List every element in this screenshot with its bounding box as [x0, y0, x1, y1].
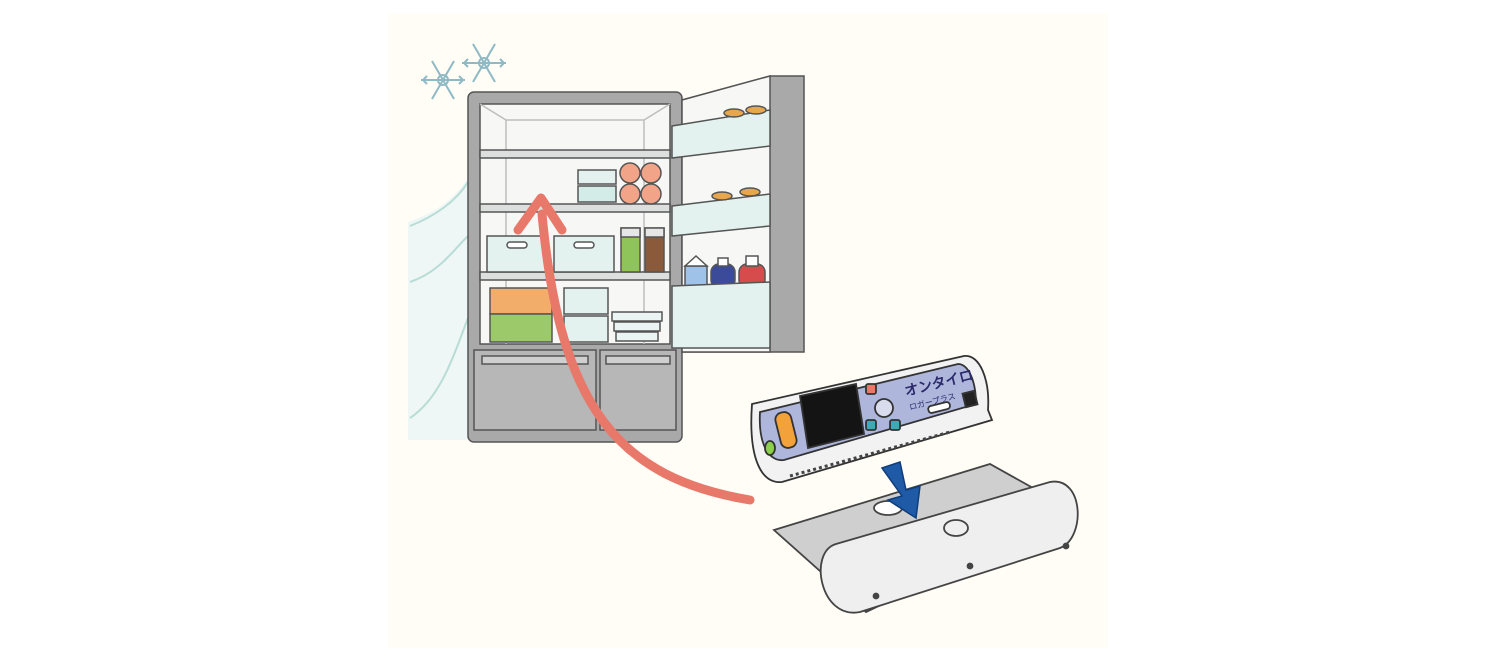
device-holder — [772, 463, 1079, 614]
stacked-container — [563, 287, 609, 315]
orange-fruit — [619, 183, 641, 205]
holder-button — [943, 519, 969, 537]
usb-connector-icon — [961, 389, 979, 409]
flow-arrow — [513, 193, 755, 505]
plate-stack — [615, 331, 659, 342]
cold-wave — [409, 181, 469, 227]
food-container — [577, 169, 617, 185]
green-tub — [489, 313, 553, 343]
refrigerator — [467, 91, 683, 443]
control-button[interactable] — [865, 419, 877, 431]
fridge-shelf — [479, 271, 671, 281]
orange-fruit — [619, 162, 641, 184]
fridge-shelf — [479, 203, 671, 213]
status-led-icon — [764, 440, 776, 456]
data-logger-device: オンタイロ ロガープラス — [750, 355, 994, 483]
orange-fruit — [640, 183, 662, 205]
stacked-container — [563, 315, 609, 343]
control-dial[interactable] — [874, 398, 894, 418]
placement-arrow — [880, 461, 921, 520]
snowflake-icon — [462, 43, 506, 83]
control-button[interactable] — [865, 383, 877, 395]
device-screen — [798, 382, 866, 450]
orange-fruit — [640, 162, 662, 184]
cold-air-waves — [408, 178, 469, 440]
door-bin — [671, 281, 771, 349]
cold-wave — [409, 235, 469, 283]
device-slot — [927, 401, 951, 414]
snowflake-icon — [421, 60, 465, 100]
holder-tube — [819, 480, 1079, 614]
orange-tub — [489, 287, 553, 315]
plate-stack — [613, 321, 661, 332]
arrow-head — [513, 193, 567, 235]
fridge-shelf — [479, 149, 671, 159]
food-container — [577, 185, 617, 203]
door-bin — [671, 193, 771, 237]
control-button[interactable] — [889, 419, 901, 431]
cold-wave — [408, 178, 468, 440]
cold-wave — [409, 317, 469, 419]
fridge-door — [671, 75, 805, 353]
start-button[interactable] — [774, 411, 798, 450]
plate-stack — [611, 311, 663, 322]
